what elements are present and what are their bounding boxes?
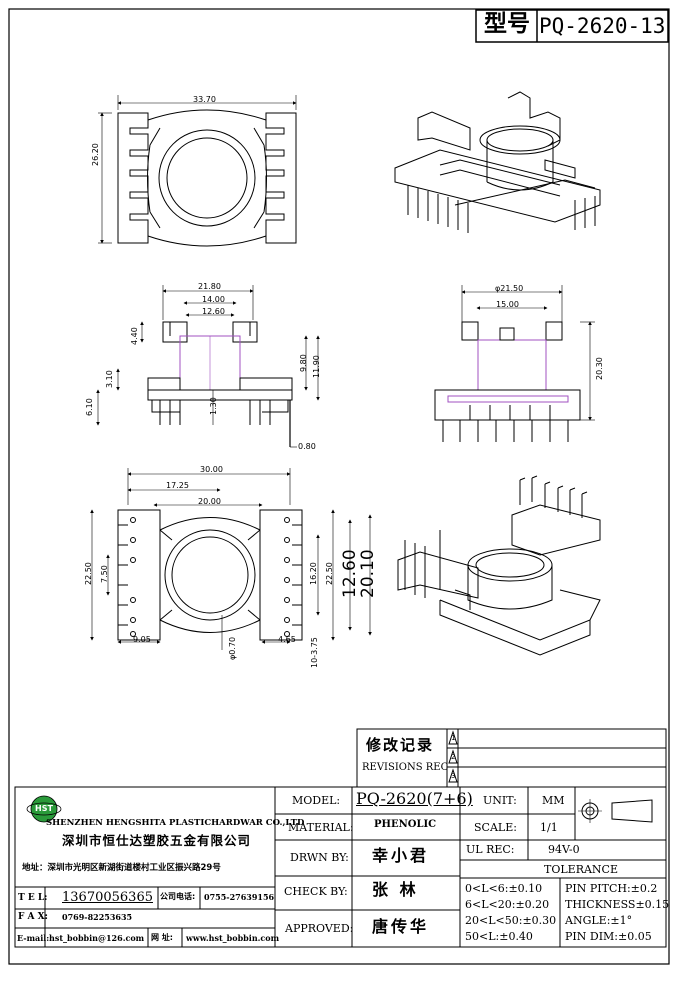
top-view [98,95,297,247]
tolerance-8: PIN DIM:±0.05 [565,930,652,943]
tolerance-4: 50<L:±0.40 [465,930,533,943]
tolerance-7: ANGLE:±1° [565,914,633,927]
unit-label: UNIT: [483,794,517,807]
material-label: MATERIAL: [288,821,354,834]
dim-front-7: 9.80 [299,354,308,372]
front-view [96,285,320,448]
dim-bottom-1: 30.00 [200,465,223,474]
tel-label: T E L: [18,893,48,903]
dim-bottom-7: 22.50 [325,562,334,585]
tolerance-6: THICKNESS±0.15 [565,898,670,911]
material-value: PHENOLIC [374,819,437,830]
title-block-grid [14,786,667,948]
check-label: CHECK BY: [284,885,348,898]
projection-symbol-icon [578,799,653,823]
tolerance-3: 20<L<50:±0.30 [465,914,557,927]
dim-bottom-6: 16.20 [309,562,318,585]
scale-value: 1/1 [540,821,558,834]
company-name-cn: 深圳市恒仕达塑胶五金有限公司 [62,833,252,848]
dim-bottom-8: 9.05 [133,635,151,644]
phone-value: 0755-27639156 [204,892,275,902]
dim-bottom-2: 17.25 [166,481,189,490]
approved-value: 唐传华 [372,917,430,936]
dim-front-6: 6.10 [85,398,94,416]
dim-bottom-13: 20.10 [358,549,378,598]
model-label: MODEL: [292,794,341,807]
tolerance-2: 6<L<20:±0.20 [465,898,550,911]
dim-front-5: 3.10 [105,370,114,388]
approved-label: APPROVED: [285,922,354,935]
tolerance-1: 0<L<6:±0.10 [465,882,543,895]
outer-frame [8,8,670,965]
email-value: hst_bobbin@126.com [49,933,145,943]
type-label: 型号 [484,11,530,37]
isometric-view-1 [394,91,601,233]
dim-top-height: 26.20 [91,143,100,166]
dim-front-2: 14.00 [202,295,225,304]
email-label: E-mail: [17,933,50,943]
part-number-box [475,9,669,43]
dim-side-3: 20.30 [595,357,604,380]
revisions-title-en: REVISIONS REC [362,762,449,773]
revision-row-2: 2 [451,753,456,761]
company-logo-text: HST [35,804,53,813]
bottom-view [90,468,372,650]
phone-label: 公司电话: [160,892,196,901]
dim-bottom-4: 22.50 [84,562,93,585]
dim-front-10: 0.80 [298,442,316,451]
tel-value: 13670056365 [62,890,153,905]
fax-label: F A X: [18,912,48,922]
dim-bottom-5: 7.50 [100,565,109,583]
ul-label: UL REC: [466,843,515,856]
dim-front-4: 4.40 [130,327,139,345]
dim-front-9: 1.30 [209,397,218,415]
dim-front-3: 12.60 [202,307,225,316]
dim-bottom-11: 10-3.75 [310,637,319,668]
company-name-en: SHENZHEN HENGSHITA PLASTICHARDWAR CO.,LT… [46,818,305,828]
ul-value: 94V-0 [548,843,580,856]
dim-front-8: 11.90 [312,355,321,378]
dim-top-width: 33.70 [193,95,216,104]
check-value: 张 林 [372,880,419,899]
dim-side-1: φ21.50 [495,284,524,293]
dim-bottom-12: 12.60 [340,549,360,598]
revision-row-3: 3 [451,772,456,780]
dim-front-1: 21.80 [198,282,221,291]
dim-bottom-9: φ0.70 [228,636,237,660]
tolerance-label: TOLERANCE [544,863,618,876]
drawn-value: 幸小君 [372,846,430,865]
scale-label: SCALE: [474,821,517,834]
revision-row-1: 1 [451,734,456,742]
fax-value: 0769-82253635 [62,912,133,922]
company-address: 地址：深圳市光明区新湖街道楼村工业区振兴路29号 [22,863,221,873]
dim-side-2: 15.00 [496,300,519,309]
dim-bottom-3: 20.00 [198,497,221,506]
part-number: PQ-2620-13 [539,14,666,38]
side-view [434,285,595,442]
model-value: PQ-2620(7+6) [356,789,473,808]
isometric-view-2 [397,475,601,656]
drawn-label: DRWN BY: [290,851,349,864]
tolerance-5: PIN PITCH:±0.2 [565,882,658,895]
revisions-table [356,728,667,788]
revisions-title-cn: 修改记录 [366,736,435,754]
web-value: www.hst_bobbin.com [186,933,280,943]
dim-bottom-10: 4.65 [278,635,296,644]
company-logo [26,795,62,823]
web-label: 网 址: [151,933,173,942]
unit-value: MM [542,794,565,807]
